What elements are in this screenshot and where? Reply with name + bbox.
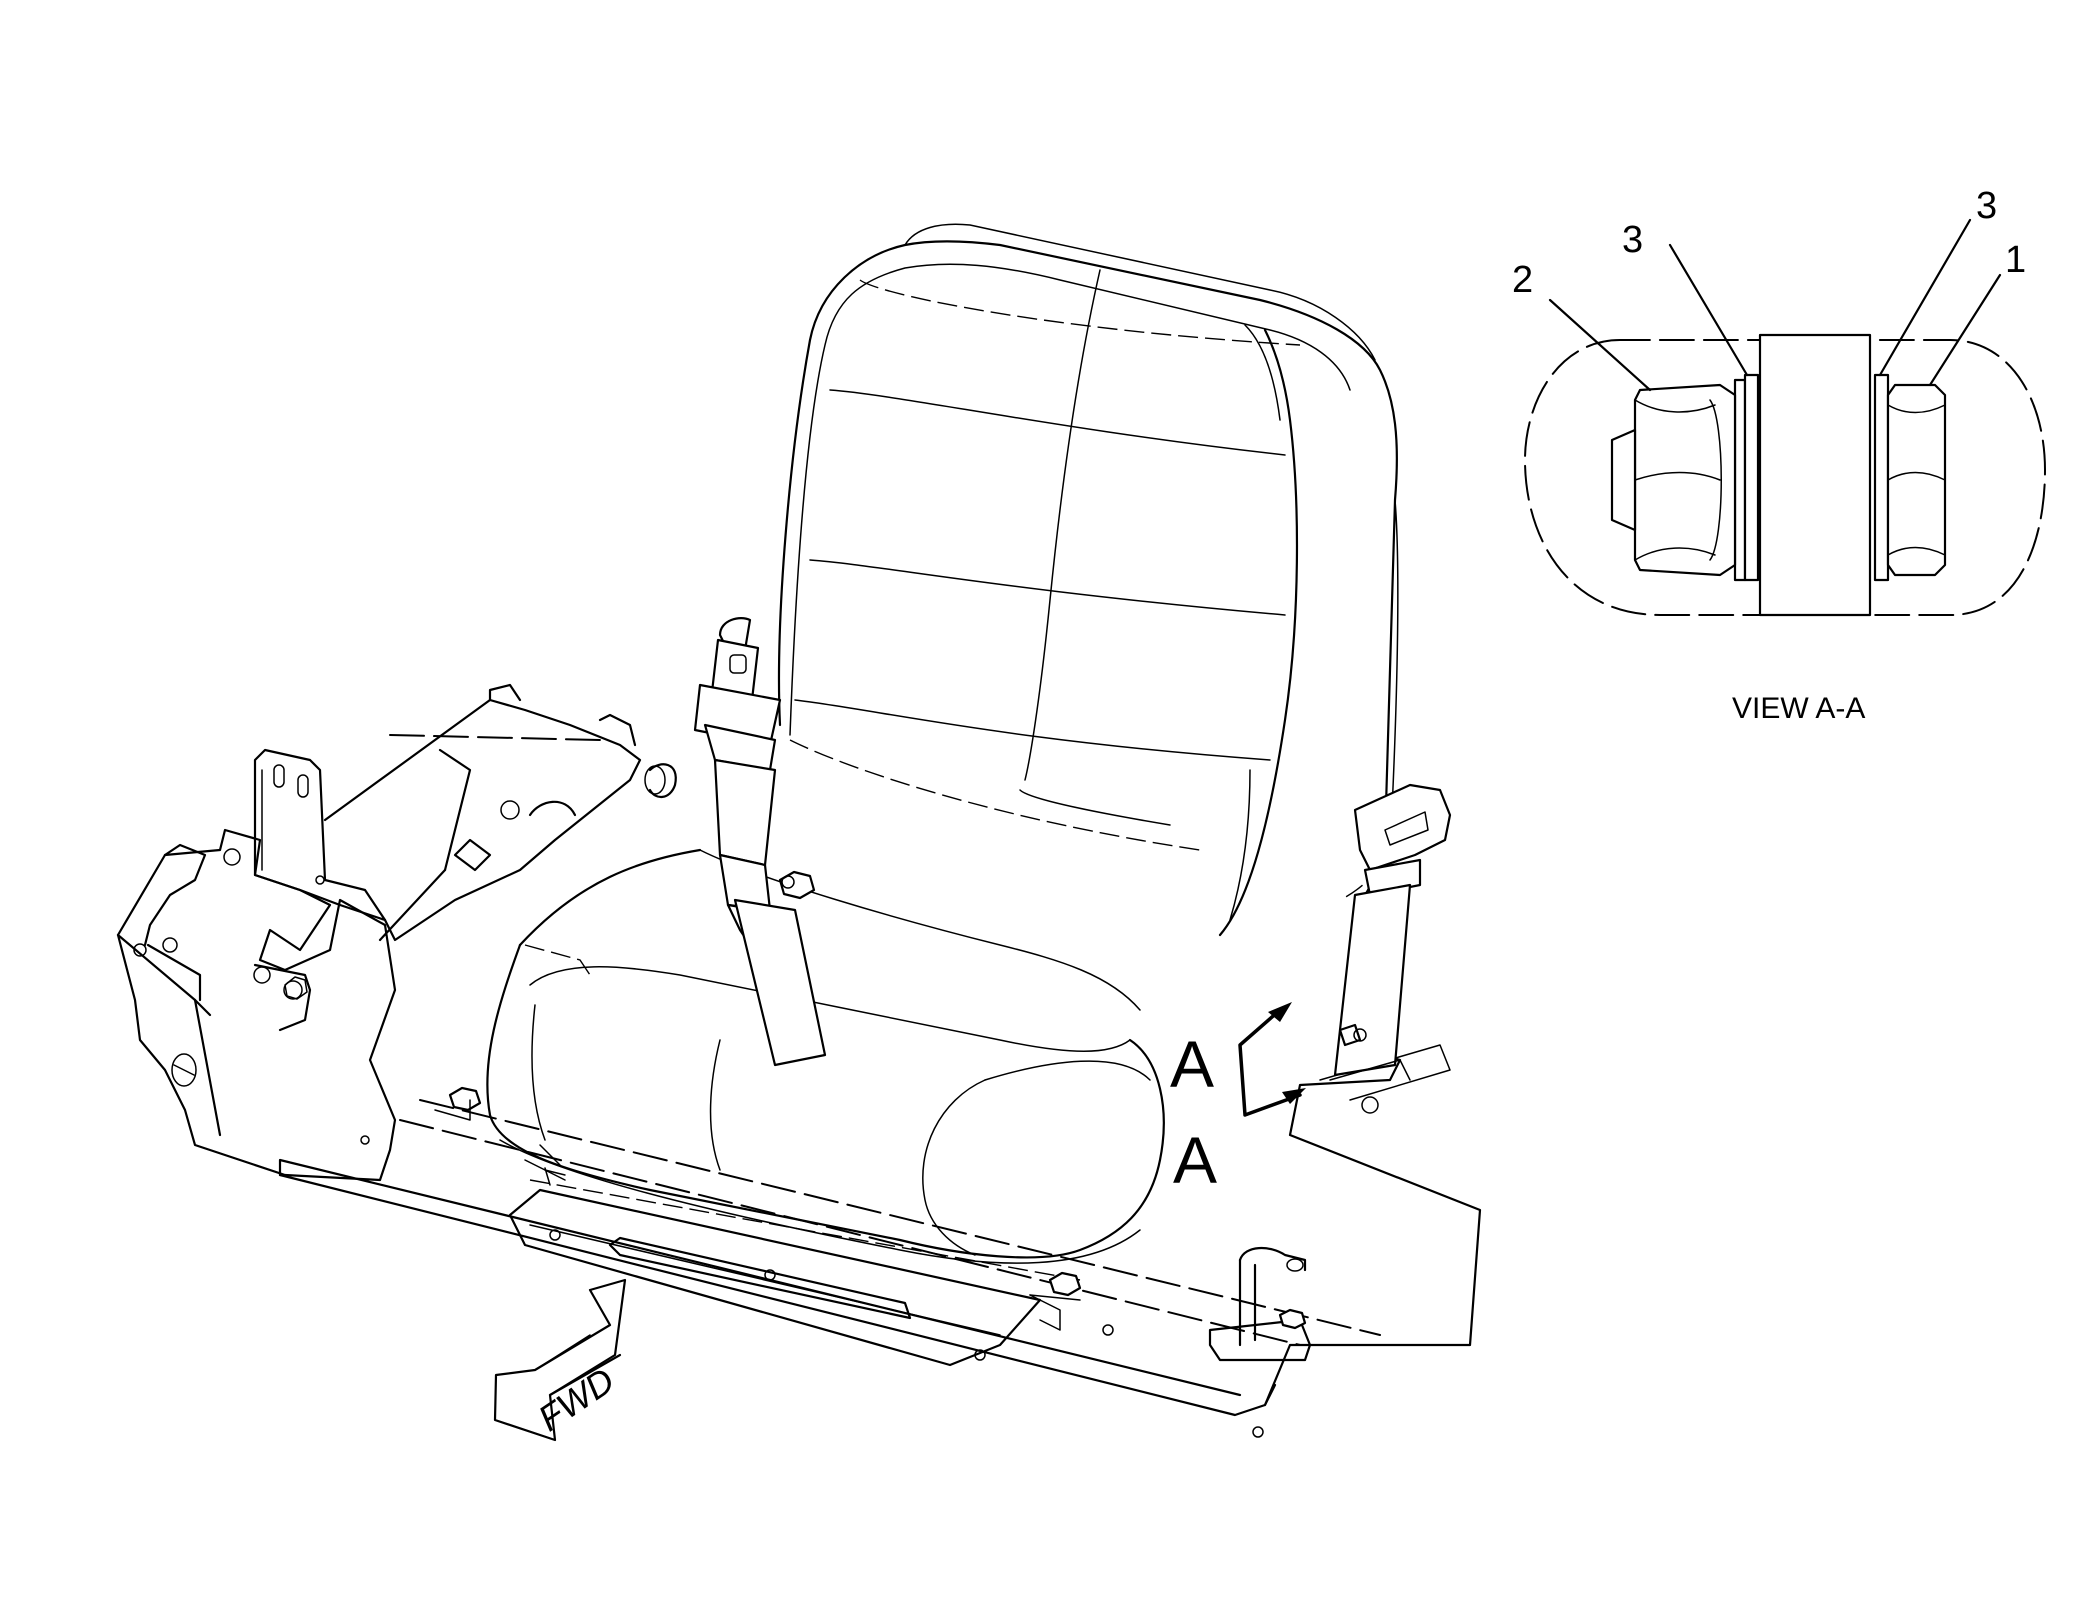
leader-1 [1928, 273, 2002, 387]
nut-right [1886, 383, 1947, 577]
seat-belt-buckle-right [1329, 783, 1452, 1081]
leader-3-left [1668, 243, 1749, 377]
right-mount-plate [1208, 1044, 1451, 1362]
washer-left [1733, 378, 1747, 582]
view-a-a-detail: 2 3 3 1 VIEW A-A [1512, 185, 2047, 725]
section-cut-a-a: A A [1170, 1002, 1306, 1197]
view-a-a-caption: VIEW A-A [1732, 692, 1865, 725]
seat-back [777, 223, 1399, 937]
mounting-plate-section [1758, 333, 1872, 617]
seat-cushion [434, 848, 1165, 1301]
leader-2 [1548, 298, 1652, 392]
callout-2: 2 [1512, 259, 1533, 301]
leader-3-right [1878, 218, 1972, 377]
callout-3-right: 3 [1976, 185, 1997, 227]
callout-3-left: 3 [1622, 219, 1643, 261]
callout-1: 1 [2005, 239, 2026, 281]
nut-left [1610, 383, 1737, 577]
washer-right [1873, 373, 1890, 582]
left-console [116, 683, 677, 1182]
seat-slide-rail [508, 1159, 1061, 1367]
forward-direction-arrow: FWD [493, 1278, 627, 1442]
seat-belt-left [693, 617, 827, 1067]
section-label-a-bottom: A [1173, 1123, 1217, 1197]
section-label-a-top: A [1170, 1027, 1214, 1101]
